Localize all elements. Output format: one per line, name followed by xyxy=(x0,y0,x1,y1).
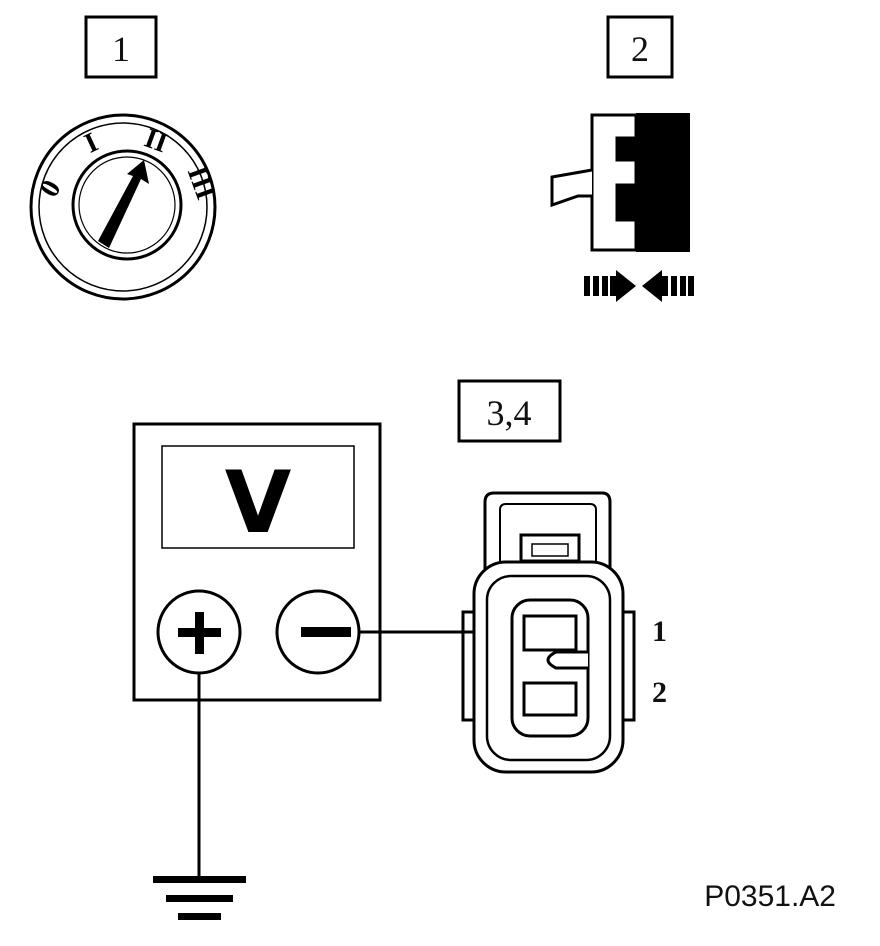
reference-code: P0351.A2 xyxy=(704,880,836,913)
voltmeter-icon: V xyxy=(132,422,382,702)
pin-1 xyxy=(522,614,578,652)
step-3-4-label: 3,4 xyxy=(457,379,562,443)
step-1-text: 1 xyxy=(112,29,130,69)
plus-terminal xyxy=(156,589,242,675)
step-2-text: 2 xyxy=(631,29,649,69)
pin-2 xyxy=(522,681,578,717)
step-1-label: 1 xyxy=(84,15,158,79)
minus-terminal xyxy=(275,589,361,675)
connector-plug-icon xyxy=(550,113,690,252)
step-2-label: 2 xyxy=(606,15,674,79)
pin-2-label: 2 xyxy=(652,676,667,709)
ignition-switch-icon: 0 I II III xyxy=(29,113,221,301)
connector-face-icon: 1 2 xyxy=(461,491,667,774)
push-arrows-icon xyxy=(584,270,694,302)
pin-1-label: 1 xyxy=(652,615,667,648)
step-3-4-text: 3,4 xyxy=(487,393,532,433)
meter-unit-label: V xyxy=(225,453,292,553)
ground-icon xyxy=(153,876,246,920)
